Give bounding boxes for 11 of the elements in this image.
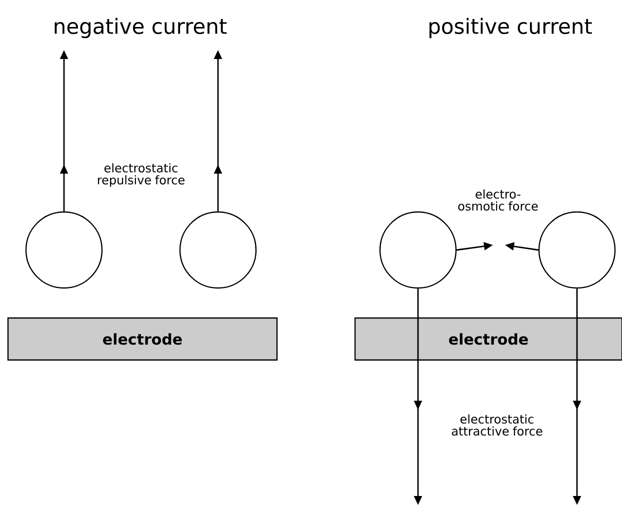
particle-circle: [25, 211, 103, 289]
particle-circle: [538, 211, 616, 289]
panel-title: positive current: [430, 18, 592, 38]
particle-circle: [179, 211, 257, 289]
electrode-box: electrode: [7, 317, 278, 361]
electrode-box: electrode: [354, 317, 622, 361]
force-label: electrostatic repulsive force: [98, 163, 184, 187]
force-label: electro-osmotic force: [458, 189, 538, 211]
particle-circle: [379, 211, 457, 289]
force-label: electrostatic attractive force: [452, 414, 542, 436]
panel-title: negative current: [54, 18, 227, 38]
